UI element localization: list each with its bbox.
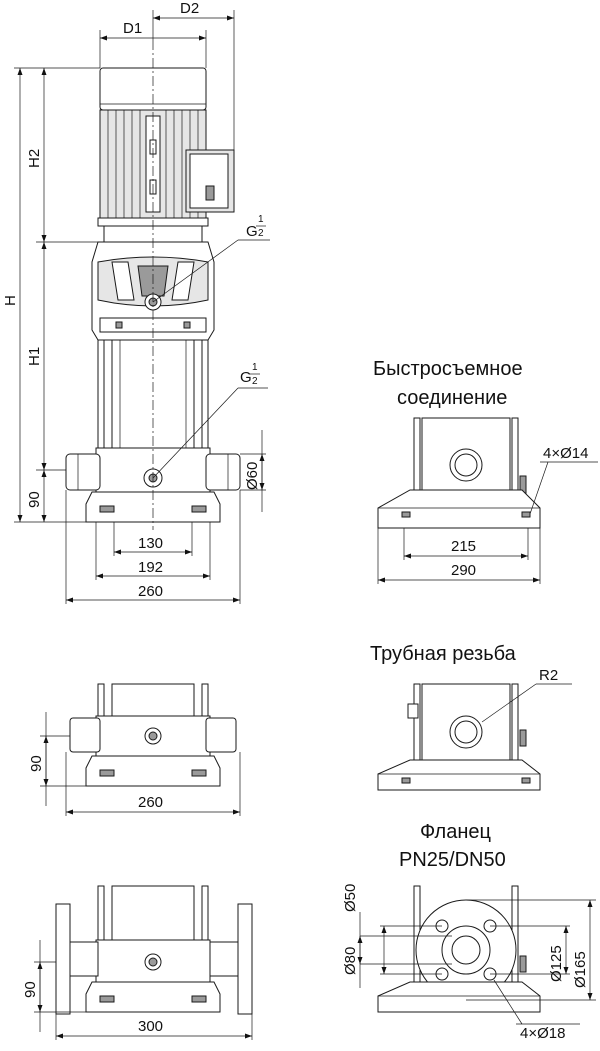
- quick-215-label: 215: [451, 538, 476, 555]
- thread-260-label: 260: [138, 794, 163, 811]
- quick-connection-view: Быстросъемное соединение 4×Ø14 215 290: [373, 358, 598, 584]
- dim-260-label: 260: [138, 583, 163, 600]
- flange-side-view: Фланец PN25/DN50 Ø50 Ø80 Ø125 Ø165: [342, 821, 596, 1042]
- flange-d125-label: Ø125: [548, 945, 565, 982]
- motor: [97, 67, 235, 243]
- flange-title-line2: PN25/DN50: [399, 849, 506, 871]
- dim-192-label: 192: [138, 559, 163, 576]
- flange-title-line1: Фланец: [420, 821, 491, 843]
- thread-front-view: 90 260: [28, 683, 241, 816]
- pump-stack: [97, 339, 209, 449]
- dim-d60-label: Ø60: [244, 462, 261, 490]
- dim-d1-label: D1: [123, 20, 142, 37]
- dim-h-label: H: [2, 295, 19, 306]
- quick-290-label: 290: [451, 562, 476, 579]
- flange-d50-label: Ø50: [342, 884, 359, 912]
- quick-holes-label: 4×Ø14: [543, 445, 588, 462]
- dim-h1-label: H1: [26, 347, 43, 366]
- quick-title-line2: соединение: [397, 387, 507, 409]
- g-mid-frac-num: 1: [252, 362, 258, 373]
- flange-d165-label: Ø165: [572, 951, 589, 988]
- dim-h2-label: H2: [26, 149, 43, 168]
- flange-90-label: 90: [22, 981, 39, 998]
- g-top-frac-num: 1: [258, 214, 264, 225]
- g-mid-frac-den: 2: [252, 376, 258, 387]
- thread-90-label: 90: [28, 755, 45, 772]
- flange-300-label: 300: [138, 1018, 163, 1035]
- thread-side-view: Трубная резьба R2: [370, 643, 572, 791]
- g-top-frac-den: 2: [258, 228, 264, 239]
- thread-r2-label: R2: [539, 667, 558, 684]
- flange-front-view: 90 300: [22, 885, 253, 1040]
- flange-holes-label: 4×Ø18: [520, 1025, 565, 1042]
- quick-title-line1: Быстросъемное: [373, 358, 523, 380]
- flange-d80-label: Ø80: [342, 947, 359, 975]
- main-front-view: D1 D2 H H2 H1 90 Ø60 130 192 260: [2, 0, 270, 604]
- dim-90-label: 90: [26, 491, 43, 508]
- g-mid-label: G: [240, 369, 252, 386]
- dim-d2-label: D2: [180, 0, 199, 17]
- thread-title: Трубная резьба: [370, 643, 517, 665]
- g-top-label: G: [246, 223, 258, 240]
- dim-130-label: 130: [138, 535, 163, 552]
